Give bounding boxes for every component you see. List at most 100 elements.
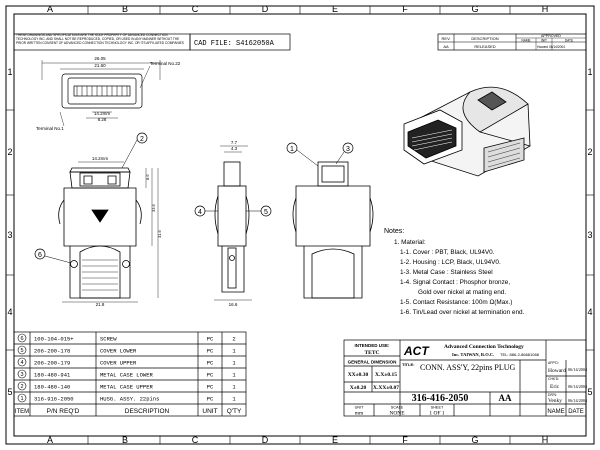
bom-unit: PC <box>207 360 214 367</box>
bom-item: 1 <box>20 396 23 402</box>
balloon-3-label: 3 <box>346 146 350 153</box>
column-e: E <box>332 4 338 14</box>
note-1-2: 1-2. Housing : LCP, Black, UL94V0. <box>400 259 501 266</box>
dim-33-6: 31.6 <box>157 229 162 238</box>
bom-row-6: 6 100-104-015+ SCREW PC 2 <box>17 333 236 343</box>
column-h: H <box>542 4 549 14</box>
dim-4-3: 4.3 <box>231 146 238 151</box>
note-1-4: 1-4. Signal Contact : Phosphor bronze, <box>400 279 510 286</box>
row-2-right: 2 <box>587 147 592 157</box>
bom-desc: METAL CASE LOWER <box>100 372 154 379</box>
bom-item: 2 <box>20 384 23 390</box>
bom-unit: PC <box>207 348 214 355</box>
terminal-1-label: Terminal No.1 <box>36 126 64 131</box>
balloon-1 <box>286 142 298 154</box>
bom-row-4: 4 206-200-179 COVER UPPER PC 1 <box>17 357 236 367</box>
drawn-by-name: Venky <box>548 398 562 404</box>
sheet-label: SHEET <box>431 406 444 410</box>
bom-rows: 6 100-104-015+ SCREW PC 2 5 206-200-178 … <box>15 333 242 415</box>
side-view <box>214 145 252 301</box>
bom-row-2: 2 180-480-140 METAL CASE UPPER PC 1 <box>17 381 236 391</box>
balloon-6 <box>34 248 46 260</box>
tolerance-x-xx: X.XX±0.07 <box>373 385 399 391</box>
approved-label: APPROVED <box>541 34 561 38</box>
row-3: 3 <box>7 230 12 240</box>
sheet-value: 1 OF 1 <box>429 411 445 417</box>
drawn-by-date: 06/14/2004 <box>568 398 588 403</box>
scale-label: SCALE <box>391 406 404 410</box>
company-logo: ACT <box>403 344 430 358</box>
column-b-bottom: B <box>122 435 128 445</box>
description-value: RELEASED <box>474 44 495 49</box>
dim-21-8: 21.8 <box>96 302 105 307</box>
bom-qty: 1 <box>232 360 236 367</box>
dim-14-2mm: 14.2mm <box>94 111 111 116</box>
balloon-2-label: 2 <box>140 136 144 143</box>
general-dimension-label: GENERAL DIMENSION <box>348 360 397 365</box>
bom-desc: COVER LOWER <box>100 348 137 355</box>
checked-by-label: CHK'D: <box>548 377 559 381</box>
cad-file-box <box>189 33 291 51</box>
intended-use-label: INTENDED USE: <box>354 343 390 348</box>
unit-label: UNIT <box>355 406 365 410</box>
balloon-6-label: 6 <box>38 252 42 259</box>
drawn-by-label: DR'N: <box>548 393 557 397</box>
bom-pn: 100-104-015+ <box>34 336 74 343</box>
row-4-right: 4 <box>587 307 592 317</box>
balloon-4-label: 4 <box>198 209 202 216</box>
bom-header-item: ITEM <box>15 409 29 415</box>
bom-unit: PC <box>207 396 214 403</box>
dim-24-5: 33.6 <box>151 203 156 212</box>
bom-unit: PC <box>207 336 214 343</box>
cad-file-label: CAD FILE: S4162050A <box>194 40 275 48</box>
bom-qty: 2 <box>232 336 235 343</box>
drawing-title: CONN. ASS'Y, 22pins PLUG <box>420 363 516 372</box>
column-f: F <box>402 4 408 14</box>
note-1-4-cont: Gold over nickel at mating end. <box>418 289 506 296</box>
notice-text-wrap: THESE DRAWINGS AND SPECIFICATIONS ARE TH… <box>16 33 184 45</box>
title-block-frame <box>343 339 587 417</box>
proprietary-notice: THESE DRAWINGS AND SPECIFICATIONS ARE TH… <box>16 33 184 45</box>
bom-qty: 1 <box>232 384 236 391</box>
row-4: 4 <box>7 307 12 317</box>
balloon-1-label: 1 <box>290 146 294 153</box>
row-1-right: 1 <box>587 67 592 77</box>
bom-header-description: DESCRIPTION <box>125 408 170 415</box>
bom-header-pn: P/N REQ'D <box>47 408 80 415</box>
bom-header: ITEM P/N REQ'D DESCRIPTION UNIT Q'TY <box>15 408 242 415</box>
dim-21-60: 21.60 <box>94 63 106 68</box>
bom-unit: PC <box>207 372 214 379</box>
dim-8-28: 8.28 <box>98 117 107 122</box>
bom-qty: 1 <box>232 372 236 379</box>
bom-desc: METAL CASE UPPER <box>100 384 154 391</box>
column-b: B <box>122 4 128 14</box>
tolerance-x: X±0.20 <box>350 385 367 391</box>
note-1-1: 1-1. Cover : PBT, Black, UL94V0. <box>400 249 495 256</box>
bom-header-unit: UNIT <box>202 408 217 415</box>
bom-qty: 1 <box>232 396 236 403</box>
column-c: C <box>192 4 199 14</box>
row-5-right: 5 <box>587 387 592 397</box>
pin-view <box>41 60 161 127</box>
note-1-3: 1-3. Metal Case : Stainless Steel <box>400 269 493 276</box>
column-d: D <box>262 4 269 14</box>
bom-desc: HUSG. ASSY. 22pins <box>100 396 159 403</box>
bom-pn: 180-480-140 <box>34 384 70 391</box>
bom-item: 3 <box>20 372 23 378</box>
bom-pn: 206-200-179 <box>34 360 70 367</box>
bom-row-3: 3 180-480-941 METAL CASE LOWER PC 1 <box>17 369 236 379</box>
title-value-wrap: CONN. ASS'Y, 22pins PLUG <box>420 363 516 372</box>
rev-value: AA <box>443 44 449 49</box>
init-label: INIT <box>541 39 547 43</box>
approved-by-name: Howard <box>548 368 566 374</box>
part-number: 316-416-2050 <box>412 393 469 404</box>
note-1-6: 1-6. Tin/Lead over nickel at termination… <box>400 309 525 316</box>
approved-value: Howard 06/14/2004 <box>537 45 565 49</box>
column-g-bottom: G <box>471 435 478 445</box>
title-rev: AA <box>499 393 512 403</box>
column-c-bottom: C <box>192 435 199 445</box>
checked-by-date: 06/14/2004 <box>568 384 588 389</box>
bom-row-5: 5 206-200-178 COVER LOWER PC 1 <box>17 345 236 355</box>
bom-item: 5 <box>20 348 23 354</box>
column-g: G <box>471 4 478 14</box>
